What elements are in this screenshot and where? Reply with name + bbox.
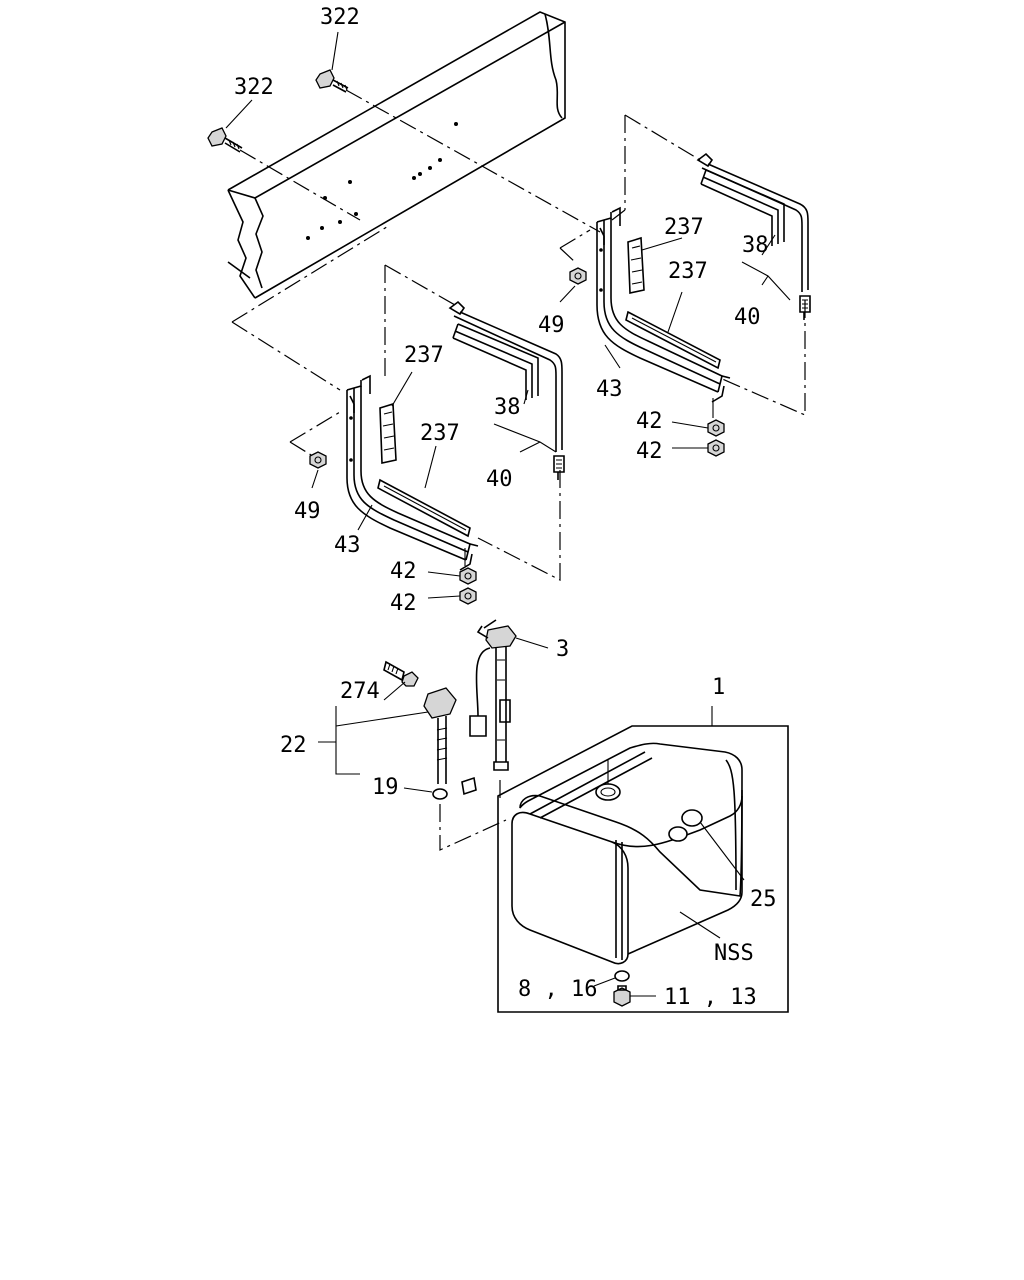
label-band-assy-40-front: 40 <box>734 305 761 330</box>
pad-237-front-upper <box>627 236 645 294</box>
bolt-322-upper <box>315 69 349 93</box>
frame-rail <box>227 11 566 299</box>
label-pad-237-front-lower: 237 <box>668 259 708 284</box>
label-bracket-43-front: 43 <box>596 377 623 402</box>
band-38-front <box>696 152 811 320</box>
alignment-lines <box>231 89 806 581</box>
label-cap-25: 25 <box>750 887 777 912</box>
label-drain-plug: 11 , 13 <box>664 985 757 1010</box>
fuel-tank-body <box>511 742 743 965</box>
label-pad-237-rear-lower: 237 <box>420 421 460 446</box>
label-nut-42-rear-a: 42 <box>390 559 417 584</box>
label-pad-237-front-upper: 237 <box>664 215 704 240</box>
label-band-38-front: 38 <box>742 233 769 258</box>
nut-49-rear <box>309 451 327 469</box>
label-pad-237-rear-upper: 237 <box>404 343 444 368</box>
drain-washer <box>614 970 630 982</box>
gasket-19 <box>432 788 448 800</box>
pad-237-rear-upper <box>379 402 397 464</box>
label-nut-42-front-a: 42 <box>636 409 663 434</box>
nut-42-rear-b <box>459 587 477 605</box>
label-gauge-unit-3: 3 <box>556 637 569 662</box>
label-bolt-322-lower: 322 <box>234 75 274 100</box>
drain-plug <box>613 985 631 1007</box>
label-bracket-43-rear: 43 <box>334 533 361 558</box>
label-nut-49-rear: 49 <box>294 499 321 524</box>
label-nut-42-rear-b: 42 <box>390 591 417 616</box>
label-nut-42-front-b: 42 <box>636 439 663 464</box>
fuel-tank-frame <box>497 706 789 1013</box>
nut-42-rear-a <box>459 567 477 585</box>
label-screw-274: 274 <box>340 679 380 704</box>
bracket-43-front <box>596 206 731 403</box>
bracket-43-rear <box>346 374 479 571</box>
label-pipe-assy-22: 22 <box>280 733 307 758</box>
label-drain-washer: 8 , 16 <box>518 977 597 1002</box>
pad-237-rear-lower <box>377 478 471 538</box>
bolt-322-lower <box>207 127 243 153</box>
nut-42-front-a <box>707 419 725 437</box>
screw-274 <box>383 660 419 687</box>
pad-237-front-lower <box>625 310 721 370</box>
label-band-assy-40-rear: 40 <box>486 467 513 492</box>
label-gasket-19: 19 <box>372 775 399 800</box>
part-labels: 322 322 237 237 38 40 49 43 42 42 237 23… <box>234 5 777 1010</box>
label-nut-49-front: 49 <box>538 313 565 338</box>
band-38-rear <box>448 300 565 480</box>
label-fuel-tank-1: 1 <box>712 675 725 700</box>
label-band-38-rear: 38 <box>494 395 521 420</box>
nut-42-front-b <box>707 439 725 457</box>
gauge-unit-3 <box>469 619 517 771</box>
label-nss: NSS <box>714 941 754 966</box>
label-bolt-322-upper: 322 <box>320 5 360 30</box>
pipe-assy-22 <box>423 687 477 796</box>
nut-49-front <box>569 267 587 285</box>
